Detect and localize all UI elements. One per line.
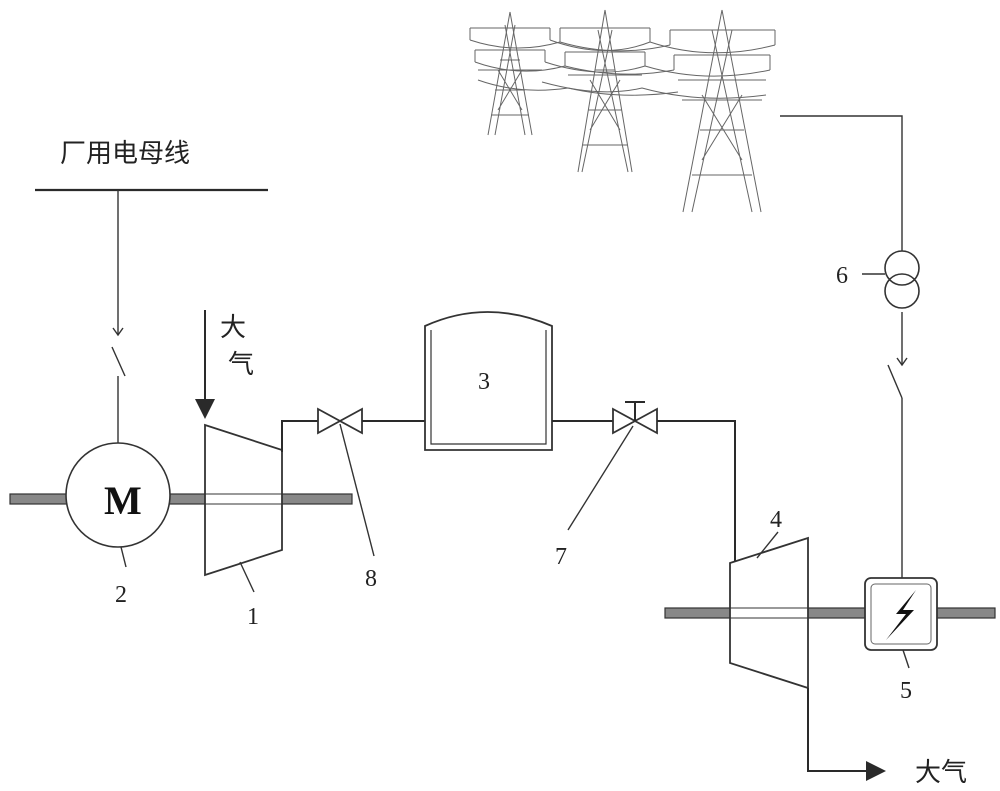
compressor-icon bbox=[204, 423, 283, 577]
left-shaft bbox=[9, 493, 353, 505]
tower-middle-icon bbox=[559, 9, 651, 173]
expander-inlet-pipe bbox=[657, 420, 736, 568]
component-label-3: 3 bbox=[478, 369, 490, 395]
component-label-1: 1 bbox=[247, 604, 259, 630]
expander-turbine-icon bbox=[729, 536, 809, 690]
component-label-2: 2 bbox=[115, 582, 127, 608]
generator-switch-icon bbox=[887, 364, 903, 399]
motor-switch-icon bbox=[111, 346, 126, 377]
right-shaft bbox=[664, 607, 996, 619]
exhaust-pipe-arrow-icon bbox=[807, 688, 886, 781]
check-valve-icon bbox=[317, 407, 363, 435]
compressor-outlet-pipe bbox=[281, 420, 318, 452]
leader-line-5 bbox=[902, 649, 910, 669]
transmission-towers-icon bbox=[469, 9, 776, 213]
leader-line-1 bbox=[239, 561, 255, 593]
tower-right-icon bbox=[669, 9, 776, 213]
transformer-winding-bottom-icon bbox=[884, 273, 920, 309]
generator-inner-frame bbox=[870, 583, 932, 645]
component-label-6: 6 bbox=[836, 263, 848, 289]
leader-line-8 bbox=[339, 423, 375, 557]
component-label-7: 7 bbox=[555, 544, 567, 570]
grid-connection-line bbox=[780, 115, 903, 262]
storage-tank-inner-wall bbox=[430, 330, 547, 445]
feed-arrow-icon bbox=[112, 327, 124, 337]
output-arrow-icon bbox=[896, 357, 908, 367]
leader-line-2 bbox=[120, 546, 127, 568]
tower-left-icon bbox=[469, 11, 551, 136]
storage-tank-icon bbox=[424, 311, 553, 451]
leader-line-7 bbox=[567, 425, 634, 531]
atmosphere-inlet-label-top: 大 bbox=[220, 313, 246, 343]
atmosphere-inlet-label-bottom: 气 bbox=[228, 350, 254, 380]
component-label-8: 8 bbox=[365, 566, 377, 592]
component-label-5: 5 bbox=[900, 678, 912, 704]
busbar-label: 厂用电母线 bbox=[60, 139, 190, 169]
component-label-4: 4 bbox=[770, 507, 782, 533]
atmosphere-outlet-label: 大气 bbox=[915, 758, 967, 788]
power-lines-icon bbox=[469, 39, 776, 99]
motor-icon bbox=[65, 442, 171, 548]
leader-line-4 bbox=[756, 531, 779, 559]
motor-symbol: M bbox=[104, 478, 142, 523]
